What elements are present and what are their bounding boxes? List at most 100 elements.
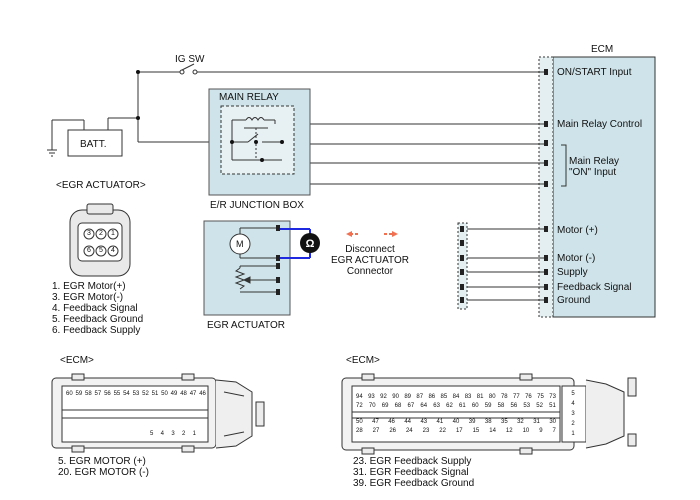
pin-list-item: 4. Feedback Signal [52,303,138,314]
ecm-pin: 24 [405,428,413,434]
ecm-pin: 87 [416,394,424,400]
ecm-pin: 55 [113,391,121,397]
svg-text:Ω: Ω [306,238,315,250]
ecm-pin: 60 [471,403,479,409]
ecm-pin: 35 [500,419,508,425]
main-relay-label: MAIN RELAY [219,92,279,103]
ecm2-row4: 28 27 26 24 23 22 17 15 14 12 10 9 7 [356,427,556,435]
ecm-pin: 52 [142,391,149,397]
junction-box-label: E/R JUNCTION BOX [210,200,304,211]
ecm-pin: 17 [455,428,463,434]
connector-pin-number: 4 [111,247,115,254]
ecm-pin: 22 [439,428,446,434]
er-junction-box [208,88,311,196]
pin-list-item: 3. EGR Motor(-) [52,292,124,303]
pin-list-item: 39. EGR Feedback Ground [353,478,475,489]
ecm-pin: 53 [132,391,140,397]
ecm-pin: 50 [356,419,363,425]
ecm-pin: 28 [356,428,363,434]
ecm-pin-motor-plus: Motor (+) [557,225,598,236]
ecm-pin: 31 [533,419,540,425]
ecm-pin: 73 [549,394,556,400]
ecm-pin: 1 [571,431,575,437]
ecm-pin: 5 [150,431,154,437]
ecm-pin: 14 [489,428,496,434]
ecm2-side-pins: 5 4 3 2 1 [566,389,580,439]
ecm-pin: 49 [170,391,178,397]
ecm-pin: 69 [381,403,389,409]
pin-list-item: 6. Feedback Supply [52,325,141,336]
pin-list-item: 5. Feedback Ground [52,314,144,325]
ecm-pin: 84 [452,394,460,400]
ecm-pin: 81 [476,394,484,400]
ecm-pin: 30 [549,419,556,425]
ig-switch-label: IG SW [175,54,205,65]
ecm-pin: 59 [75,391,83,397]
ecm-pin: 10 [522,428,530,434]
ecm-pin: 78 [500,394,508,400]
ecm-pin-feedback-signal: Feedback Signal [557,282,632,293]
ecm-pin: 63 [433,403,440,409]
ecm-pin-main-relay-on-2: "ON" Input [569,167,617,178]
ohmmeter-probe-lines [280,228,311,259]
ecm2-row3: 50 47 46 44 43 41 40 39 38 35 32 31 30 [356,418,556,426]
pin-list-item: 1. EGR Motor(+) [52,281,126,292]
ecm-pin: 62 [446,403,453,409]
ecm2-row2: 72 70 69 68 67 64 63 62 61 60 59 58 56 5… [356,402,556,410]
ecm-pin-main-relay-on-1: Main Relay [569,156,620,167]
ecm-pin: 53 [523,403,531,409]
ecm-pin: 1 [192,431,196,437]
egr-actuator-block [203,220,291,316]
ecm-pin: 59 [484,403,492,409]
ecm-pin: 58 [497,403,505,409]
disconnect-note-3: Connector [346,266,394,277]
ecm-pin: 54 [123,391,130,397]
ecm-pin: 7 [552,428,556,434]
ecm-pin: 85 [440,394,448,400]
connector-pin-number: 2 [99,230,103,237]
ecm-pin: 38 [484,419,492,425]
ecm-pin: 43 [420,419,428,425]
ohmmeter-icon: Ω [300,233,320,253]
ecm-pin: 26 [389,428,396,434]
ecm-pin-supply: Supply [557,267,588,278]
ecm-pin: 56 [104,391,111,397]
ecm-pin: 15 [472,428,480,434]
ecm-block [538,56,656,318]
ecm-pin: 90 [392,394,399,400]
ecm-pin: 57 [94,391,102,397]
ecm-pin: 94 [356,394,363,400]
ecm-pin: 9 [539,428,543,434]
ecm-pin: 5 [571,391,575,397]
battery-label: BATT. [80,139,107,150]
ecm-pin: 47 [372,419,379,425]
ecm-signal-connector [457,222,544,310]
ecm2-pin-list: 23. EGR Feedback Supply 31. EGR Feedback… [353,456,474,489]
connector-pin-number: 3 [87,230,91,237]
egr-actuator-label: EGR ACTUATOR [207,320,285,331]
ecm-connector-1-title: <ECM> [60,355,94,366]
ecm-pin: 46 [388,419,395,425]
ecm-pin: 93 [368,394,375,400]
ecm-pin: 86 [428,394,436,400]
ecm-pin: 50 [161,391,168,397]
ecm-pin: 41 [436,419,444,425]
disconnect-note-2: EGR ACTUATOR [331,255,409,266]
connector-pin-number: 5 [99,247,103,254]
ecm1-row1: 60 59 58 57 56 55 54 53 52 51 50 49 48 4… [66,390,206,398]
ecm-pin: 89 [404,394,411,400]
ecm-pin: 3 [171,431,175,437]
ecm-pin: 4 [160,431,164,437]
ecm1-pin-list: 5. EGR MOTOR (+) 20. EGR MOTOR (-) [58,456,149,478]
ecm-pin: 80 [488,394,496,400]
ecm-pin: 70 [368,403,376,409]
ecm-pin: 56 [510,403,518,409]
ecm-pin-on-start: ON/START Input [557,67,632,78]
ecm-pin: 61 [459,403,466,409]
ecm-pin: 40 [452,419,460,425]
ecm-connector-2-title: <ECM> [346,355,380,366]
ecm-connector-2 [341,373,637,455]
ecm-pin: 75 [537,394,544,400]
ecm-pin: 52 [536,403,543,409]
